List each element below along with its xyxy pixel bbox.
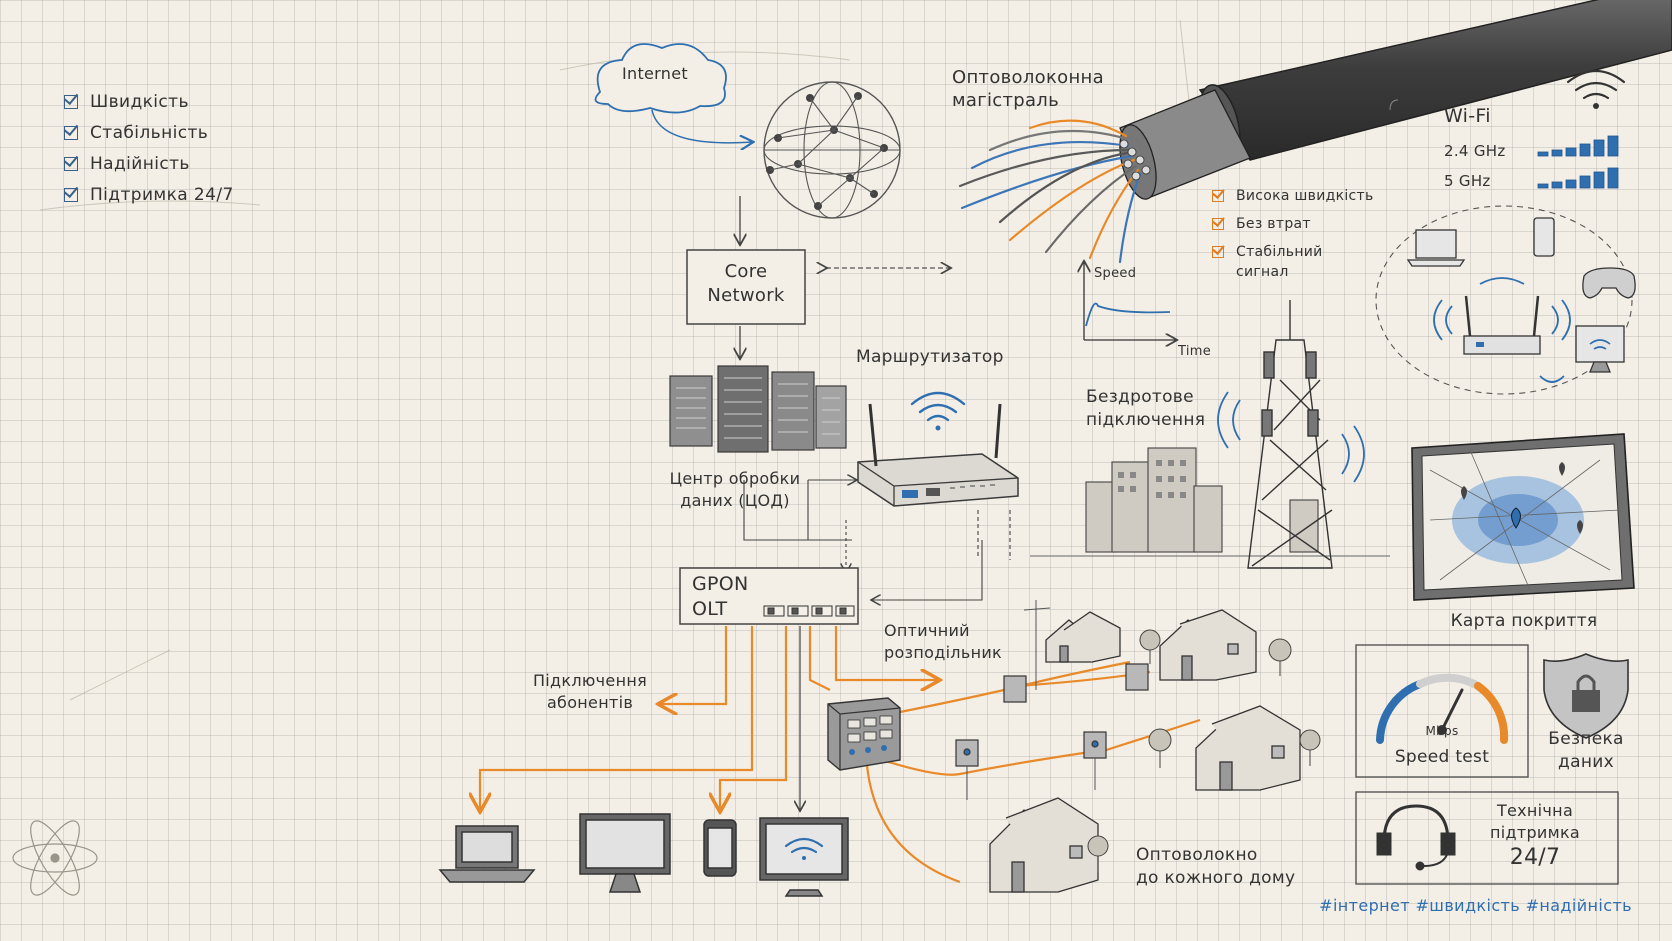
tv-wifi-icon <box>759 817 849 897</box>
checkbox-checked-icon <box>64 125 78 140</box>
house-3 <box>1195 705 1301 791</box>
cluster-phone-icon <box>1533 217 1555 257</box>
wifi-title: Wi-Fi <box>1444 105 1491 127</box>
fiber-benefit-item: Без втрат <box>1212 214 1374 242</box>
fiber-cable-icon <box>958 0 1672 264</box>
checkbox-checked-icon <box>1212 218 1224 230</box>
checkbox-checked-icon <box>1212 190 1224 202</box>
coverage-map-tablet-icon <box>1411 433 1635 601</box>
cluster-laptop-icon <box>1406 229 1466 267</box>
checkbox-checked-icon <box>64 187 78 202</box>
speedtest-unit: Mbps <box>1425 724 1459 738</box>
wifi-band-5: 5 GHz <box>1444 172 1491 190</box>
optical-splitter-cabinet-icon <box>827 697 901 771</box>
checkbox-checked-icon <box>64 94 78 109</box>
cityscape-icon <box>1030 447 1390 557</box>
hashtags: #інтернет #швидкість #надійність <box>1319 896 1632 915</box>
desktop-monitor-icon <box>579 813 671 893</box>
checkbox-checked-icon <box>64 156 78 171</box>
tree-icons <box>1087 629 1321 872</box>
security-shield-lock-icon <box>1543 653 1629 739</box>
router-wiring <box>743 480 1011 600</box>
cluster-gamepad-icon <box>1582 267 1636 299</box>
speed-graph <box>1084 262 1176 340</box>
router-icon <box>857 403 1019 507</box>
fiber-benefits-list: Висока швидкість Без втрат Стабільний си… <box>1212 186 1374 283</box>
house-1 <box>1045 611 1121 663</box>
internet-cloud-icon <box>594 43 727 114</box>
checklist-item: Надійність <box>64 148 234 179</box>
speed-axis-label: Speed <box>1094 266 1137 281</box>
end-device-icons <box>438 813 849 897</box>
cluster-monitor-icon <box>1575 325 1625 373</box>
cell-tower-icon <box>1217 300 1365 569</box>
laptop-icon <box>438 825 536 883</box>
cluster-router-icon <box>1463 295 1541 355</box>
wifi-band-24: 2.4 GHz <box>1444 142 1506 160</box>
smartphone-icon <box>703 819 737 877</box>
internet-label: Internet <box>622 64 688 83</box>
benefits-checklist: Швидкість Стабільність Надійність Підтри… <box>64 86 234 210</box>
core-network-box <box>686 249 806 325</box>
house-icons <box>989 609 1301 893</box>
cloud-to-globe-arrow <box>651 109 752 143</box>
olt-ports <box>763 605 855 617</box>
headset-icon <box>1376 804 1456 871</box>
support-panel <box>1355 791 1619 885</box>
wifi-signal-bars <box>1537 135 1619 189</box>
router-label: Маршрутизатор <box>856 347 1004 367</box>
router-wifi-icon <box>910 391 966 431</box>
coverage-map-label: Карта покриття <box>1450 611 1598 631</box>
fiber-benefit-item: Висока швидкість <box>1212 186 1374 214</box>
house-4 <box>989 797 1099 893</box>
wifi-devices-cluster <box>1375 99 1636 395</box>
checklist-item: Швидкість <box>64 86 234 117</box>
globe-network-icon <box>763 81 901 219</box>
checklist-item: Підтримка 24/7 <box>64 179 234 210</box>
speedtest-label: Speed test <box>1394 747 1490 767</box>
poles <box>966 600 1096 800</box>
datacenter-servers-icon <box>669 365 847 453</box>
speed-test-panel <box>1355 644 1529 778</box>
fiber-benefit-item: Стабільний сигнал <box>1212 242 1374 283</box>
speedometer-icon <box>1376 673 1509 744</box>
house-2 <box>1159 609 1257 681</box>
time-axis-label: Time <box>1178 344 1212 359</box>
checkbox-checked-icon <box>1212 246 1224 258</box>
wifi-header-icon <box>1566 70 1626 109</box>
checklist-item: Стабільність <box>64 117 234 148</box>
atom-icon <box>12 820 98 896</box>
